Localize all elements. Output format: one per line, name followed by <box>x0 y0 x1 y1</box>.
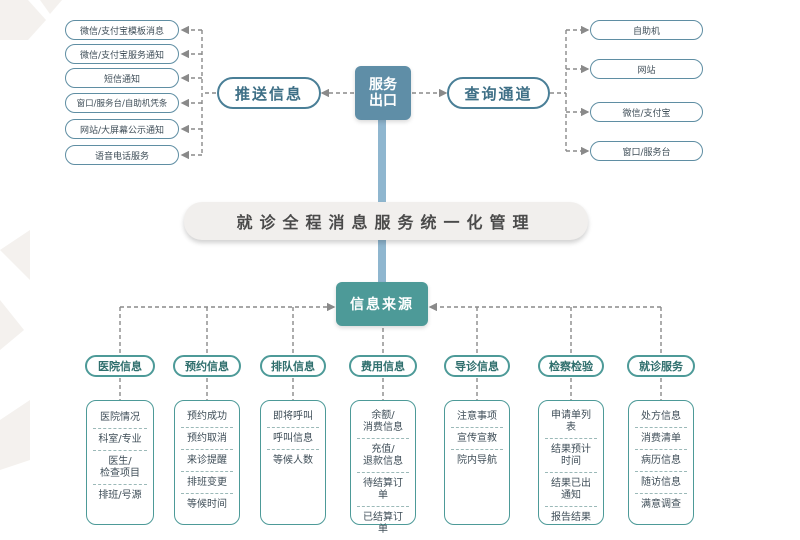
card-fee-info: 余额/ 消费信息 充值/ 退款信息 待结算订单 已结算订单 <box>350 400 416 535</box>
category-queue-info: 排队信息 <box>260 355 326 377</box>
card-item: 结果已出 通知 <box>545 473 597 507</box>
info-source-box: 信息来源 <box>336 282 428 326</box>
category-guide-info: 导诊信息 <box>444 355 510 377</box>
card-item: 等候时间 <box>187 499 227 510</box>
card-item: 余额/ 消费信息 <box>357 405 409 439</box>
card-item: 结果预计 时间 <box>545 439 597 473</box>
card-item: 排班/号源 <box>98 490 142 501</box>
service-exit-box: 服务 出口 <box>355 66 411 120</box>
push-item: 语音电话服务 <box>65 145 179 165</box>
category-fee-info: 费用信息 <box>349 355 417 377</box>
card-item: 消费清单 <box>635 428 687 450</box>
card-item: 排班变更 <box>181 472 233 494</box>
category-visit-service: 就诊服务 <box>627 355 695 377</box>
card-queue-info: 即将呼叫 呼叫信息 等候人数 <box>260 400 326 525</box>
card-item: 呼叫信息 <box>267 428 319 450</box>
push-item: 网站/大屏幕公示通知 <box>65 119 179 139</box>
push-item: 短信通知 <box>65 68 179 88</box>
card-appointment-info: 预约成功 预约取消 来诊提醒 排班变更 等候时间 <box>174 400 240 525</box>
card-item: 注意事项 <box>451 406 503 428</box>
card-item: 病历信息 <box>635 450 687 472</box>
query-channel-node: 查询通道 <box>447 77 550 109</box>
card-item: 预约取消 <box>181 428 233 450</box>
category-appointment-info: 预约信息 <box>173 355 241 377</box>
card-item: 报告结果 <box>551 512 591 523</box>
query-item: 自助机 <box>590 20 703 40</box>
card-item: 预约成功 <box>181 406 233 428</box>
card-item: 待结算订单 <box>357 473 409 507</box>
push-info-node: 推送信息 <box>217 77 321 109</box>
push-item: 窗口/服务台/自助机凭条 <box>65 93 179 113</box>
card-item: 医生/ 检查项目 <box>93 451 147 485</box>
banner-title: 就诊全程消息服务统一化管理 <box>184 202 588 240</box>
card-hospital-info: 医院情况 科室/专业 医生/ 检查项目 排班/号源 <box>86 400 154 525</box>
card-item: 即将呼叫 <box>267 406 319 428</box>
card-visit-service: 处方信息 消费清单 病历信息 随访信息 满意调查 <box>628 400 694 525</box>
card-exam-test: 申请单列表 结果预计 时间 结果已出 通知 报告结果 <box>538 400 604 525</box>
category-hospital-info: 医院信息 <box>85 355 155 377</box>
card-item: 处方信息 <box>635 406 687 428</box>
query-item: 微信/支付宝 <box>590 102 703 122</box>
card-item: 医院情况 <box>93 407 147 429</box>
push-item: 微信/支付宝模板消息 <box>65 20 179 40</box>
push-item: 微信/支付宝服务通知 <box>65 44 179 64</box>
card-item: 满意调查 <box>641 499 681 510</box>
query-item: 窗口/服务台 <box>590 141 703 161</box>
query-item: 网站 <box>590 59 703 79</box>
category-exam-test: 检察检验 <box>538 355 604 377</box>
card-item: 充值/ 退款信息 <box>357 439 409 473</box>
card-item: 宣传宣教 <box>451 428 503 450</box>
card-item: 来诊提醒 <box>181 450 233 472</box>
card-item: 院内导航 <box>457 455 497 466</box>
card-item: 科室/专业 <box>93 429 147 451</box>
card-item: 申请单列表 <box>545 405 597 439</box>
card-item: 已结算订单 <box>363 512 403 535</box>
card-guide-info: 注意事项 宣传宣教 院内导航 <box>444 400 510 525</box>
card-item: 随访信息 <box>635 472 687 494</box>
card-item: 等候人数 <box>273 455 313 466</box>
